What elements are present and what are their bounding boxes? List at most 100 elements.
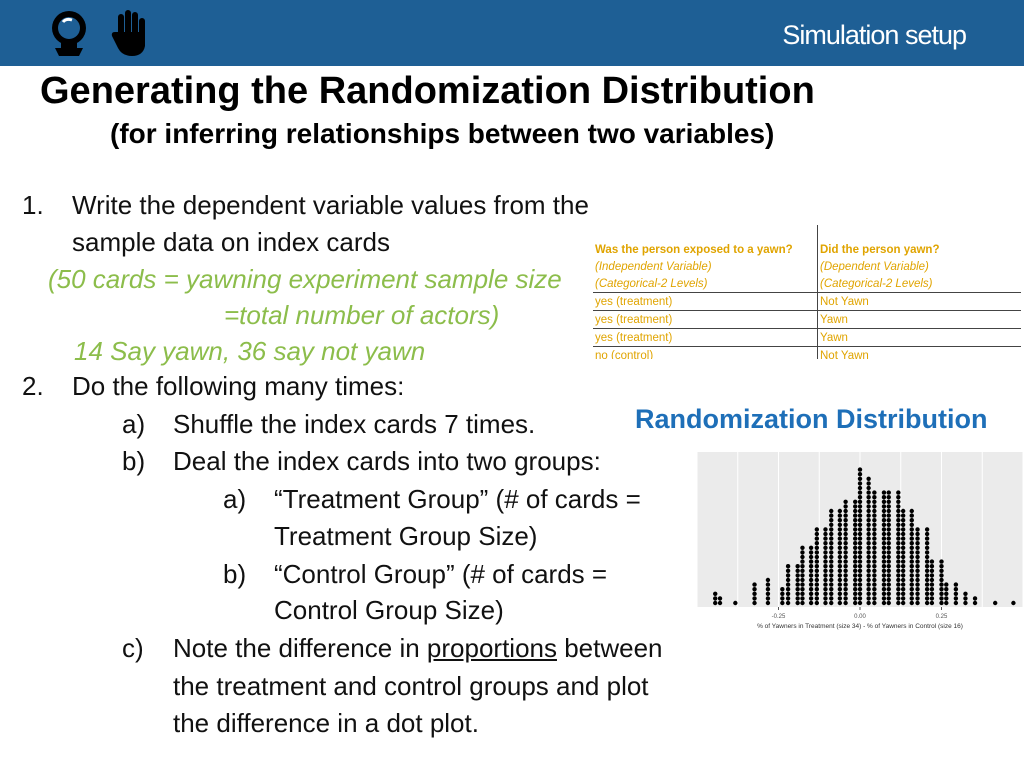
data-dot [924, 587, 930, 592]
data-dot [843, 591, 848, 596]
data-dot [866, 527, 871, 532]
data-dot [909, 591, 914, 596]
data-dot [829, 577, 834, 583]
data-dot [785, 564, 791, 569]
data-dot [909, 559, 914, 564]
data-dot [886, 600, 891, 606]
data-dot [886, 518, 891, 523]
data-dot [808, 564, 814, 569]
data-dot [823, 554, 828, 560]
data-dot [713, 596, 718, 601]
data-dot [853, 518, 858, 523]
data-dot [866, 508, 871, 514]
data-dot [972, 596, 978, 601]
data-dot [909, 541, 914, 546]
data-dot [881, 504, 887, 509]
data-dot [857, 582, 863, 587]
cards-note-line1: (50 cards = yawning experiment sample si… [48, 264, 562, 294]
data-dot [853, 504, 858, 509]
data-dot [823, 559, 828, 564]
data-dot [853, 550, 858, 555]
data-dot [915, 564, 920, 569]
data-dot [785, 600, 791, 606]
data-dot [853, 559, 858, 564]
data-dot [800, 550, 805, 555]
data-dot [900, 513, 906, 518]
data-dot [866, 573, 871, 578]
data-dot [853, 587, 858, 592]
data-dot [915, 550, 920, 555]
data-dot [857, 587, 863, 592]
data-dot [829, 545, 834, 550]
data-dot [843, 596, 848, 601]
data-dot [939, 564, 944, 569]
data-dot [843, 518, 848, 523]
data-dot [872, 508, 877, 514]
data-dot [857, 490, 863, 495]
data-dot [808, 587, 814, 592]
data-dot [837, 582, 843, 587]
data-dot [814, 545, 820, 550]
step-2-number: 2. [22, 371, 44, 401]
data-dot [857, 596, 863, 601]
data-dot [900, 531, 906, 537]
data-dot [944, 591, 949, 596]
data-dot [837, 518, 843, 523]
data-dot [909, 600, 914, 606]
data-dot [808, 591, 814, 596]
data-dot [929, 600, 935, 606]
data-dot [881, 582, 887, 587]
data-dot [872, 513, 877, 518]
data-dot [843, 536, 848, 541]
data-dot [843, 541, 848, 546]
data-dot [837, 587, 843, 592]
data-dot [808, 568, 814, 573]
data-dot [881, 564, 887, 569]
data-dot [785, 582, 791, 587]
data-dot [953, 587, 959, 592]
proportions-underlined: proportions [426, 633, 557, 663]
data-dot [800, 577, 805, 583]
data-dot [900, 508, 906, 514]
data-dot [843, 508, 848, 514]
data-dot [881, 600, 887, 606]
data-dot [896, 527, 901, 532]
data-dot [837, 522, 843, 527]
data-dot [829, 568, 834, 573]
data-dot [857, 481, 863, 486]
data-dot [881, 527, 887, 532]
data-dot [872, 518, 877, 523]
data-dot [837, 541, 843, 546]
data-dot [929, 582, 935, 587]
data-dot [915, 582, 920, 587]
data-dot [843, 587, 848, 592]
data-dot [872, 531, 877, 537]
data-dot [853, 508, 858, 514]
table-cell: Not Yawn [817, 292, 1021, 311]
data-dot [752, 587, 757, 592]
data-dot [953, 582, 959, 587]
data-dot [808, 596, 814, 601]
table-cell: Yawn [817, 328, 1021, 347]
data-dot [886, 554, 891, 560]
data-dot [866, 485, 871, 491]
step-2a-text: Shuffle the index cards 7 times. [173, 409, 536, 439]
data-dot [843, 550, 848, 555]
data-dot [843, 554, 848, 560]
data-dot [881, 591, 887, 596]
data-dot [843, 559, 848, 564]
data-dot [992, 600, 998, 606]
data-dot [881, 577, 887, 583]
data-dot [829, 559, 834, 564]
data-dot [853, 545, 858, 550]
data-dot [886, 573, 891, 578]
data-dot [866, 596, 871, 601]
data-dot [944, 600, 949, 606]
data-dot [939, 596, 944, 601]
data-dot [896, 522, 901, 527]
data-dot [752, 596, 757, 601]
data-dot [785, 587, 791, 592]
data-dot [808, 582, 814, 587]
data-dot [795, 582, 800, 587]
data-dot [837, 531, 843, 537]
